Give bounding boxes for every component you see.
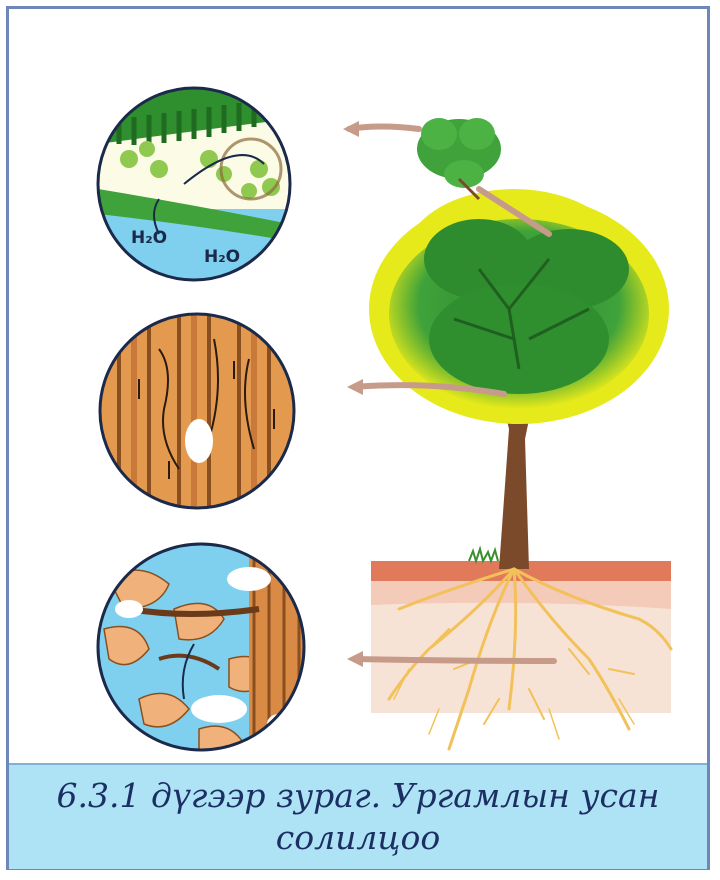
- water-exchange-illustration: H₂O H₂O: [9, 9, 707, 761]
- figure-caption: 6.3.1 дүгээр зураг. Ургамлын усан солилц…: [28, 775, 688, 859]
- tree-canopy: [369, 189, 669, 424]
- root-section-circle: [98, 544, 309, 752]
- stem-section-circle: [100, 309, 294, 519]
- leaf-sprig: [417, 118, 501, 199]
- leaf-section-circle: H₂O H₂O: [98, 79, 290, 289]
- water-label-right: H₂O: [204, 247, 240, 267]
- connector-leaf-arrow: [349, 127, 419, 130]
- water-label-left: H₂O: [131, 228, 167, 248]
- connector-root: [354, 659, 554, 661]
- figure-frame: H₂O H₂O: [6, 6, 710, 870]
- caption-band: 6.3.1 дүгээр зураг. Ургамлын усан солилц…: [9, 763, 707, 869]
